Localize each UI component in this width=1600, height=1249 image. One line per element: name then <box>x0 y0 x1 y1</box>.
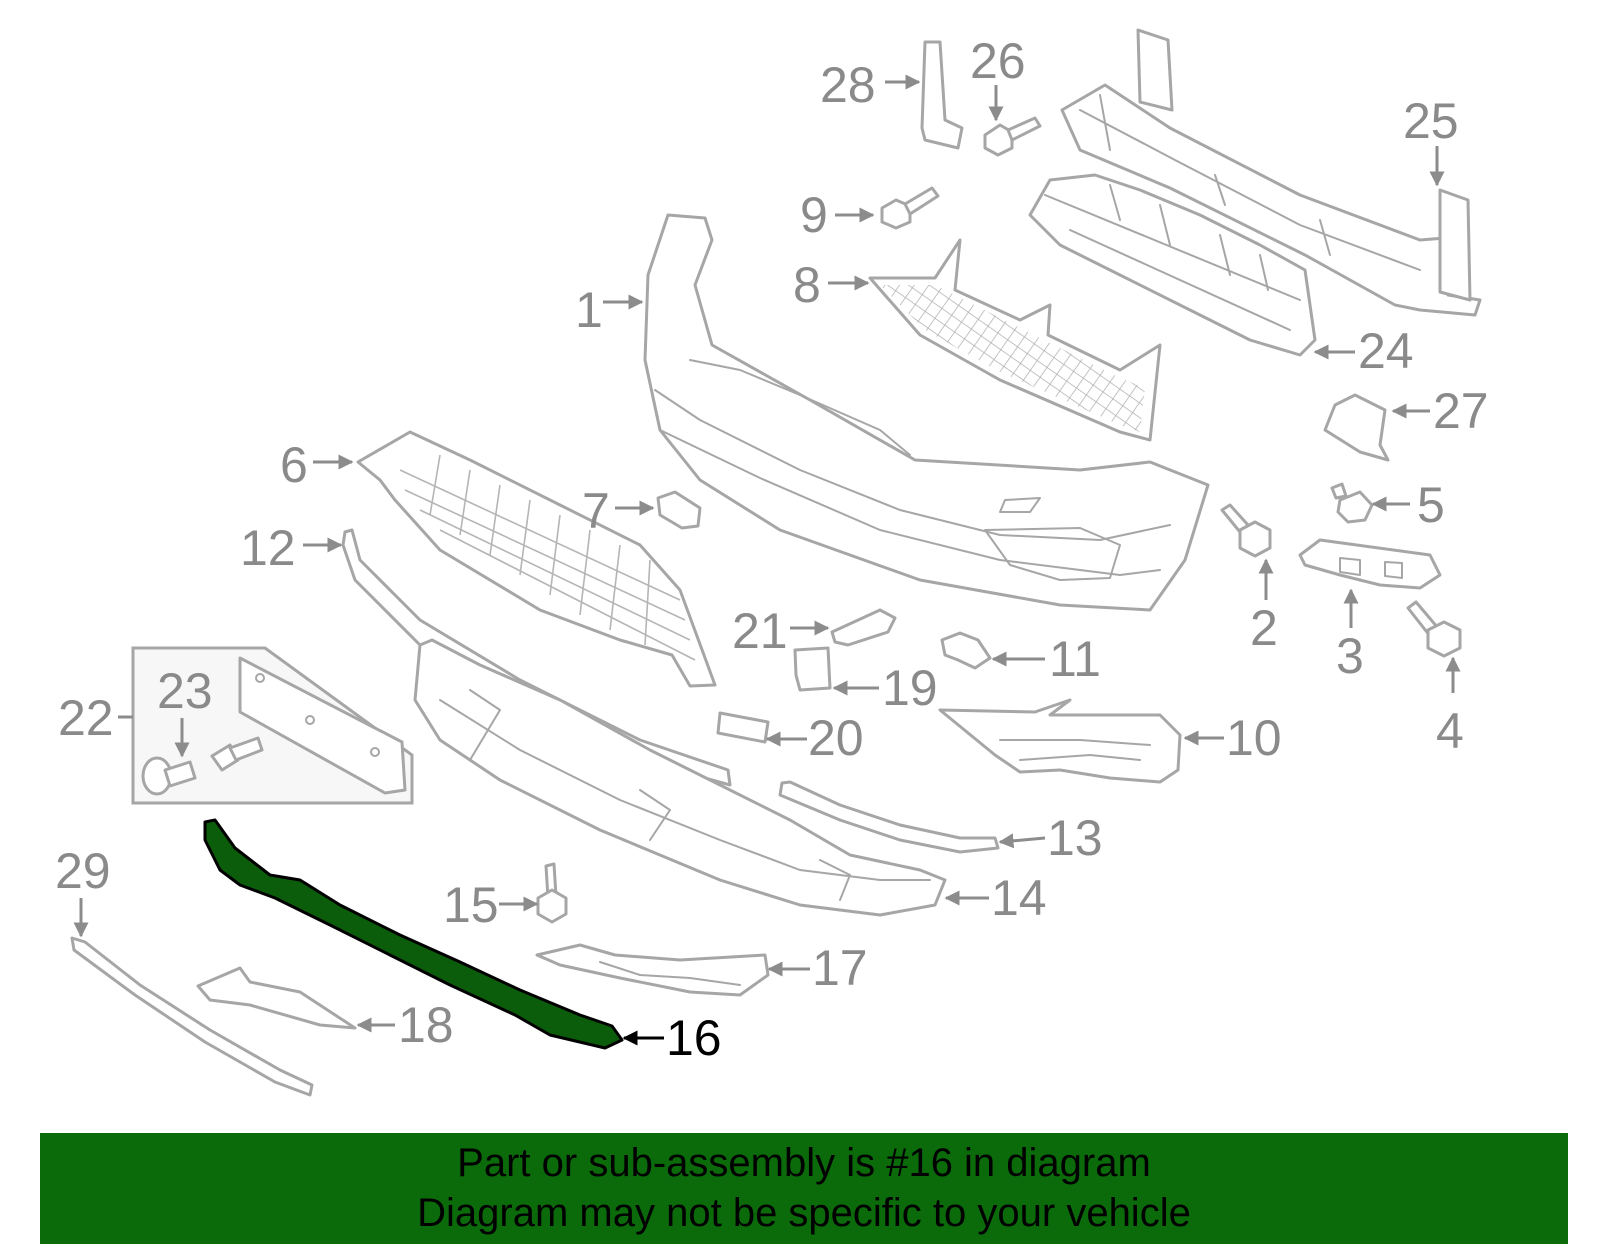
callout-15: 15 <box>443 877 499 933</box>
part-23-push-pin <box>141 756 197 796</box>
callout-17: 17 <box>812 940 868 996</box>
callout-leaders <box>73 74 1461 1046</box>
part-28-bracket <box>920 40 964 150</box>
part-22-license-plate-kit <box>131 646 414 805</box>
part-14-lower-cover <box>413 638 947 917</box>
part-20-plate <box>716 711 770 744</box>
callout-23: 23 <box>157 663 213 719</box>
callout-18: 18 <box>398 997 454 1053</box>
banner-line-2: Diagram may not be specific to your vehi… <box>417 1191 1191 1235</box>
part-7-sensor <box>656 490 702 530</box>
part-26-bolt <box>983 116 1042 157</box>
part-29-trim-strip <box>70 936 314 1097</box>
callout-19: 19 <box>882 660 938 716</box>
callout-10: 10 <box>1226 710 1282 766</box>
part-23-rivet <box>210 736 264 772</box>
part-6-lower-grille <box>356 430 717 688</box>
callout-24: 24 <box>1358 323 1414 379</box>
part-10-fog-lamp-bezel <box>938 698 1182 784</box>
callout-14: 14 <box>991 870 1047 926</box>
part-19-bracket <box>793 646 832 692</box>
callout-4: 4 <box>1436 703 1464 759</box>
part-18-splash-shield <box>196 966 357 1030</box>
callout-22: 22 <box>58 690 114 746</box>
part-8-upper-grille <box>868 238 1162 442</box>
callout-7: 7 <box>582 483 610 539</box>
part-4-bolt <box>1406 600 1462 658</box>
callout-6: 6 <box>280 437 308 493</box>
part-24-energy-absorber <box>1028 173 1317 357</box>
callout-26: 26 <box>970 33 1026 89</box>
callout-27: 27 <box>1433 383 1489 439</box>
callout-28: 28 <box>820 57 876 113</box>
callout-16: 16 <box>666 1010 722 1066</box>
part-17-lower-trim <box>535 943 770 997</box>
callout-20: 20 <box>808 710 864 766</box>
callout-2: 2 <box>1250 600 1278 656</box>
callout-12: 12 <box>240 520 296 576</box>
part-11-clip <box>940 631 992 670</box>
callout-21: 21 <box>732 603 788 659</box>
banner-line-1: Part or sub-assembly is #16 in diagram <box>457 1141 1151 1185</box>
callout-25: 25 <box>1403 93 1459 149</box>
part-16-highlighted-spoiler <box>203 818 624 1050</box>
part-27-bracket <box>1323 393 1390 462</box>
callout-3: 3 <box>1336 628 1364 684</box>
part-5-clip <box>1330 482 1374 524</box>
callout-29: 29 <box>55 843 111 899</box>
callout-8: 8 <box>793 257 821 313</box>
part-1-bumper-cover <box>643 213 1210 612</box>
part-9-bolt <box>880 186 940 230</box>
callout-11: 11 <box>1049 631 1101 687</box>
callout-1: 1 <box>575 282 603 338</box>
callout-9: 9 <box>800 187 828 243</box>
part-3-bracket <box>1298 538 1442 590</box>
part-15-bolt <box>536 862 568 924</box>
callout-labels: 28 26 25 9 8 1 24 27 6 5 7 12 2 3 21 11 … <box>55 33 1489 1066</box>
callout-13: 13 <box>1047 810 1103 866</box>
part-13-trim-strip <box>778 780 1000 854</box>
part-21-tow-cap <box>830 608 897 647</box>
callout-5: 5 <box>1417 477 1445 533</box>
info-banner: Part or sub-assembly is #16 in diagram D… <box>40 1133 1568 1244</box>
part-12-molding-strip <box>341 528 732 787</box>
part-25-reinforcement-bar <box>1060 28 1482 317</box>
part-2-bolt <box>1220 503 1272 558</box>
